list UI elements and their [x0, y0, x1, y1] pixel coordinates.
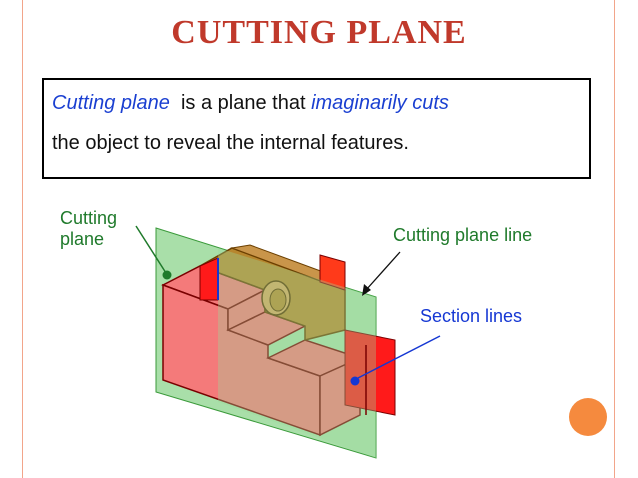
label-cutting-plane: Cutting plane: [60, 208, 117, 250]
section-face-back: [319, 254, 346, 291]
leader-dot-cutting-plane: [162, 270, 172, 280]
hole-inner: [269, 288, 287, 312]
label-cutting-plane-line2: plane: [60, 229, 105, 249]
cutting-plane-front: [218, 248, 376, 458]
definition-line-1: Cutting plane is a plane that imaginaril…: [52, 92, 449, 115]
leader-section-lines: [357, 335, 441, 379]
leader-dot-section-lines: [350, 376, 360, 386]
leader-cutting-plane-line: [365, 251, 401, 291]
term-imaginarily-cuts: imaginarily cuts: [311, 92, 449, 114]
slide-title: CUTTING PLANE: [171, 14, 467, 51]
label-section-lines: Section lines: [420, 306, 523, 326]
definition-box: Cutting plane is a plane that imaginaril…: [42, 78, 591, 179]
label-cutting-plane-line: Cutting plane line: [393, 225, 533, 245]
label-cutting-plane-line1: Cutting: [60, 208, 118, 228]
definition-mid-text: is a plane that: [169, 92, 312, 114]
leader-cutting-plane: [135, 225, 167, 274]
slide-border-right: [614, 0, 615, 478]
slide-border-left: [22, 0, 23, 478]
arrow-head-cutting-plane-line: [362, 284, 371, 296]
decorative-orange-circle: [569, 398, 607, 436]
term-cutting-plane: Cutting plane: [52, 92, 170, 114]
definition-line-2: the object to reveal the internal featur…: [52, 132, 409, 154]
section-face-left: [199, 257, 219, 301]
